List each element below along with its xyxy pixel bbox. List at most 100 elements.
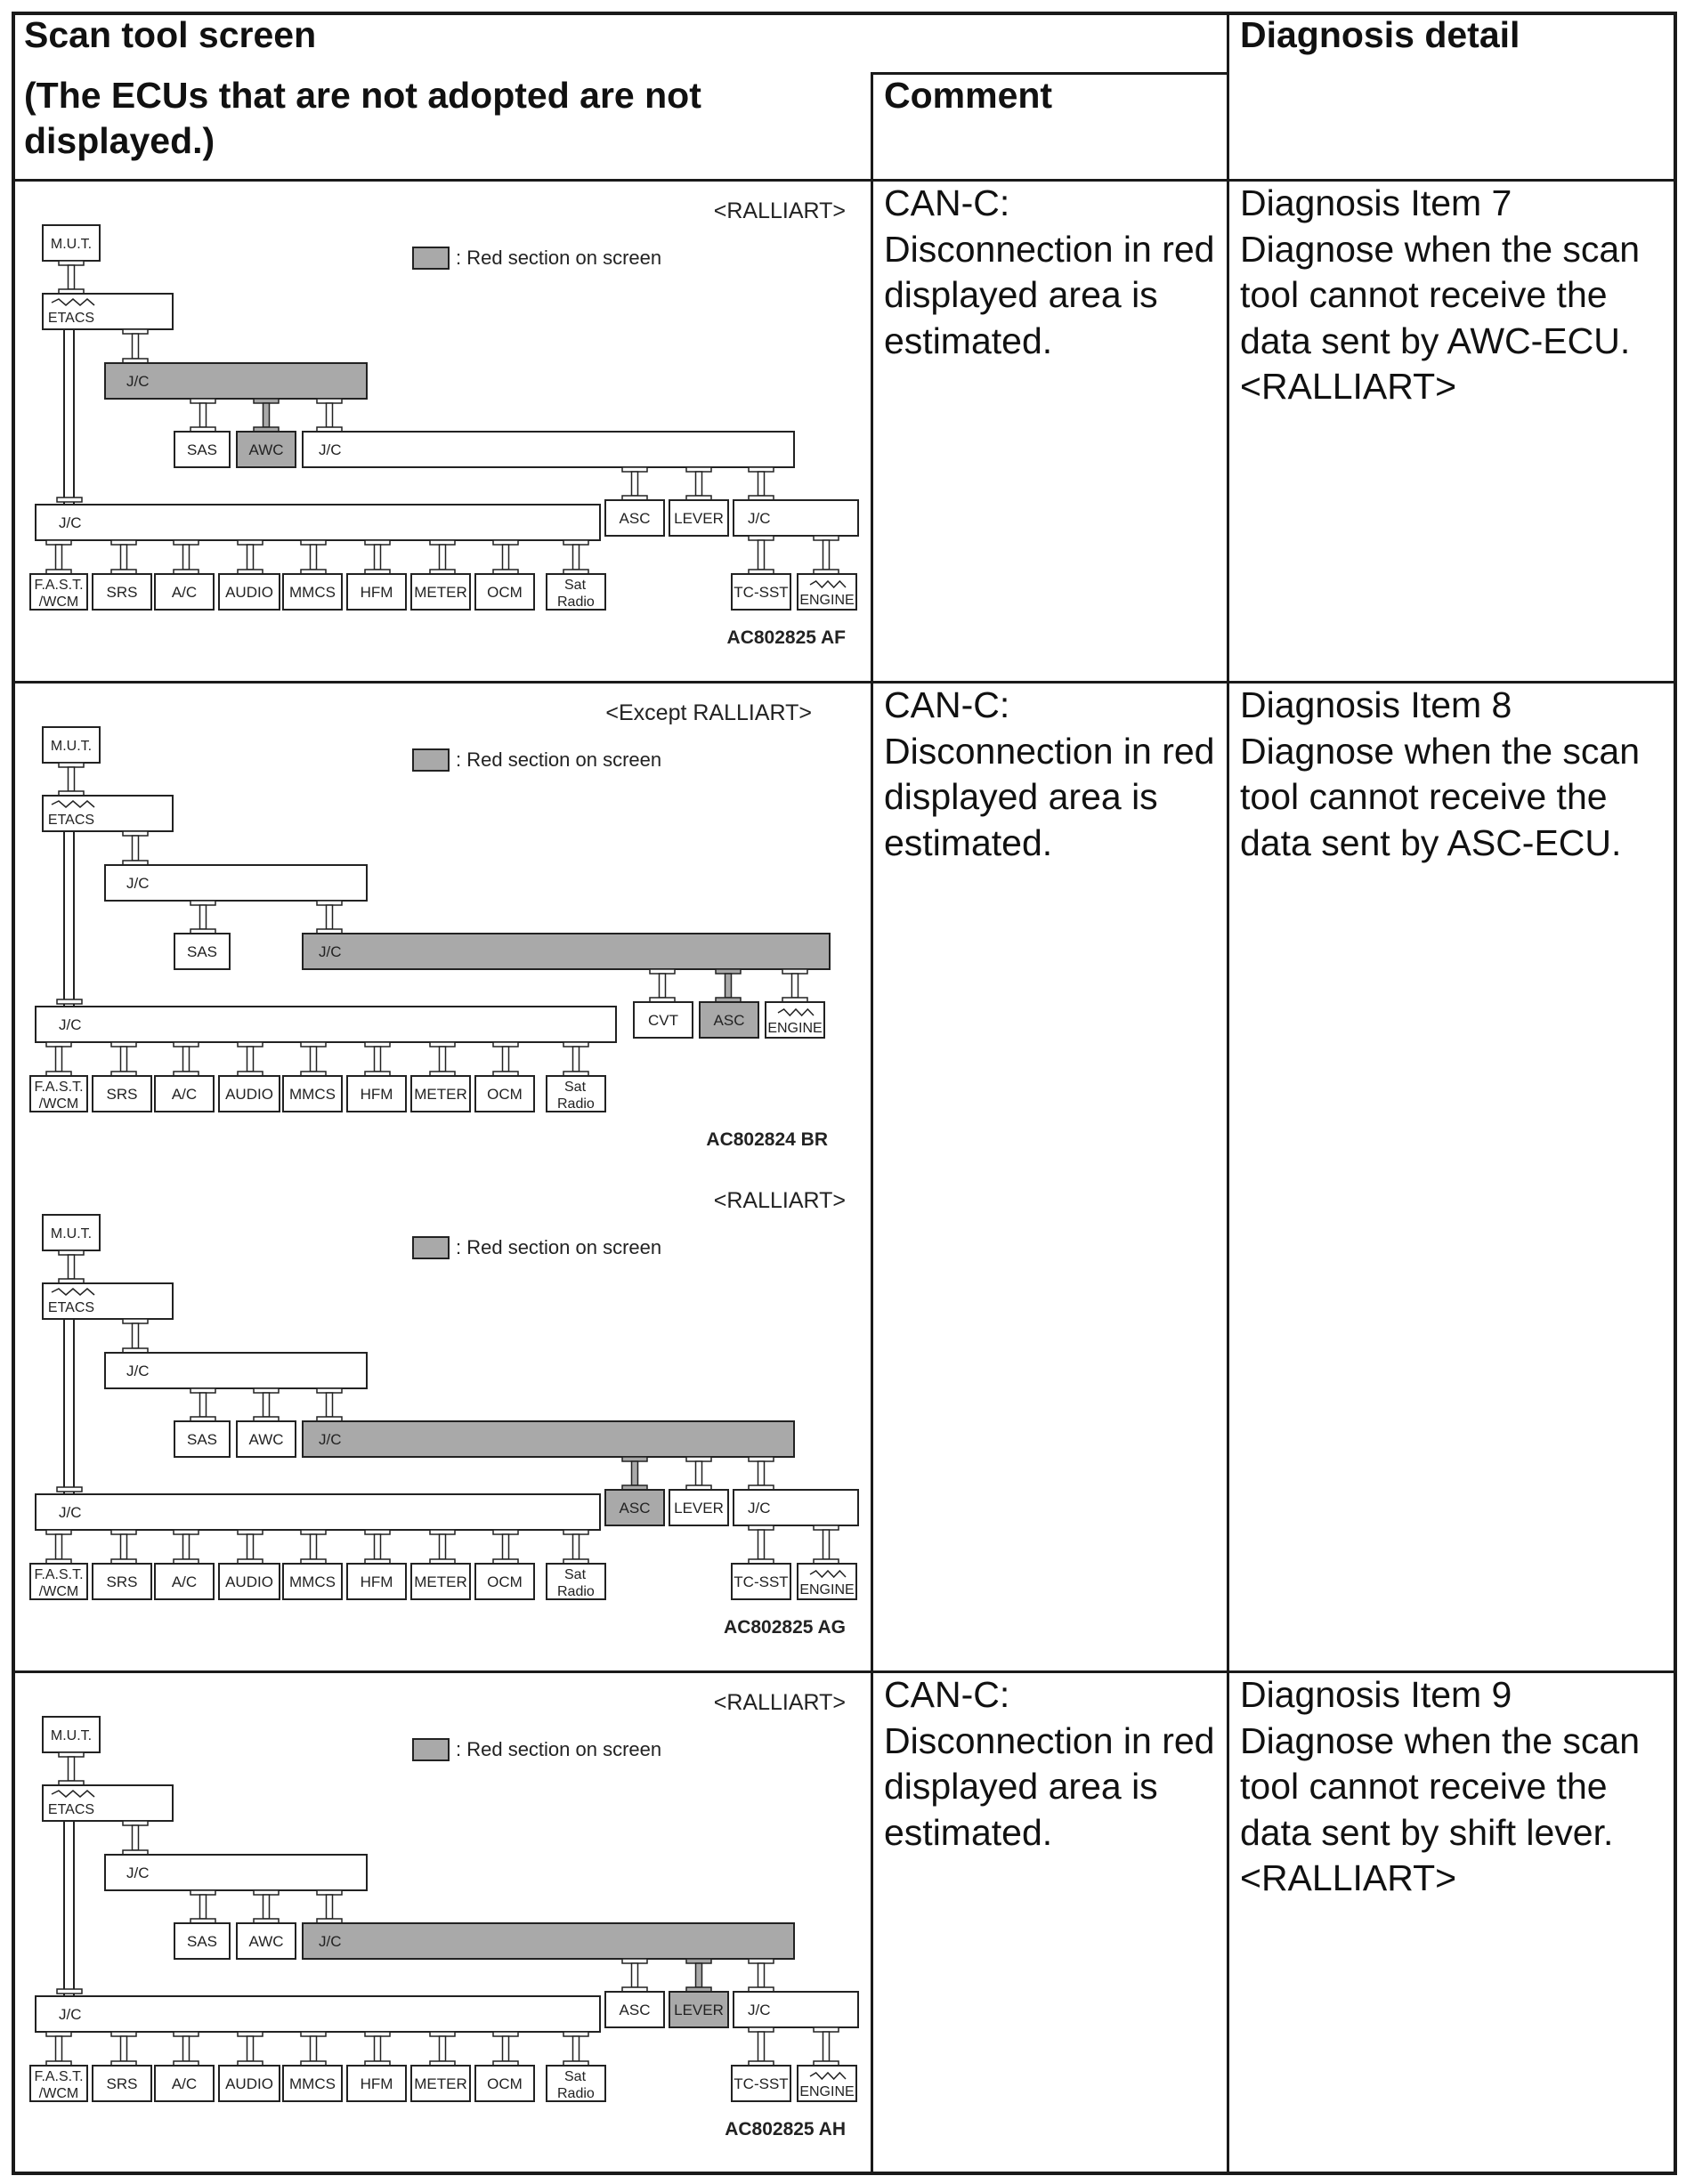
- meter-label: METER: [414, 1086, 467, 1103]
- resistor-symbol: [51, 298, 95, 306]
- asc-box: [604, 1991, 665, 2028]
- connector-stem: [119, 544, 128, 570]
- meter-box: [410, 573, 471, 611]
- border-left: [12, 12, 15, 2175]
- tcsst-label: TC-SST: [734, 584, 788, 601]
- srs-box: [92, 1563, 152, 1600]
- radio-label: Radio: [557, 2086, 595, 2101]
- sas-label: SAS: [187, 1431, 217, 1448]
- meter-label: METER: [414, 2075, 467, 2092]
- connector-stem: [325, 1392, 334, 1418]
- audio-box: [218, 573, 280, 611]
- connector-stem: [309, 2035, 318, 2062]
- mut-label: M.U.T.: [51, 739, 92, 754]
- meter-box: [410, 1075, 471, 1112]
- connector-stem: [694, 1962, 703, 1988]
- meter-box: [410, 1563, 471, 1600]
- connector-stem: [571, 2035, 580, 2062]
- etacs-label: ETACS: [48, 813, 94, 828]
- ac-label: A/C: [172, 584, 197, 601]
- connector-stem: [373, 1046, 382, 1072]
- audio-label: AUDIO: [225, 1573, 273, 1590]
- asc-box: [604, 499, 665, 537]
- connector-stem: [630, 471, 639, 497]
- connector-stem: [54, 2035, 63, 2062]
- mmcs-box: [282, 573, 343, 611]
- legend-text: : Red section on screen: [456, 1236, 661, 1258]
- variant-label: <RALLIART>: [714, 1188, 846, 1213]
- connector-stem: [309, 544, 318, 570]
- jc-box: [733, 1991, 859, 2028]
- row2-diagnosis-detail: Diagnosis Item 8 Diagnose when the scan …: [1240, 684, 1641, 863]
- awc-box: [236, 1922, 296, 1960]
- sat-label: Sat: [564, 1080, 587, 1095]
- engine-label: ENGINE: [799, 593, 854, 608]
- jc-label: J/C: [319, 441, 342, 458]
- etacs-box: [42, 795, 174, 832]
- ocm-label: OCM: [487, 1573, 523, 1590]
- legend-swatch: [412, 247, 450, 270]
- sas-box: [174, 431, 231, 468]
- connector-stem: [67, 264, 76, 290]
- engine-label: ENGINE: [799, 1582, 854, 1598]
- connector-stem: [309, 1533, 318, 1560]
- tcsst-label: TC-SST: [734, 2075, 788, 2092]
- mut-label: M.U.T.: [51, 1728, 92, 1743]
- connector-cap: [56, 497, 83, 503]
- jc-box: [733, 499, 859, 537]
- ac-box: [154, 1563, 215, 1600]
- awc-label: AWC: [248, 441, 283, 458]
- lever-box: [669, 499, 729, 537]
- audio-label: AUDIO: [225, 2075, 273, 2092]
- fast-box: [29, 573, 88, 611]
- cvt-box: [633, 1001, 693, 1039]
- jc-box: [35, 1493, 601, 1531]
- resistor-symbol: [777, 1007, 815, 1017]
- connector-stem: [757, 1460, 766, 1486]
- ocm-box: [474, 2065, 535, 2102]
- hfm-label: HFM: [361, 1086, 393, 1103]
- connector-stem: [501, 2035, 510, 2062]
- jc-box: [302, 1922, 795, 1960]
- connector-stem: [373, 544, 382, 570]
- sat-label: Sat: [564, 2069, 587, 2084]
- connector-stem: [757, 2031, 766, 2062]
- engine-box: [765, 1001, 825, 1039]
- mmcs-box: [282, 2065, 343, 2102]
- connector-stem: [757, 539, 766, 570]
- ocm-box: [474, 1075, 535, 1112]
- audio-box: [218, 1563, 280, 1600]
- resistor-symbol: [51, 800, 95, 808]
- resistor-symbol: [809, 1569, 847, 1579]
- figure-code: AC802825 AF: [727, 627, 847, 648]
- connector-stem: [54, 1046, 63, 1072]
- awc-label: AWC: [248, 1431, 283, 1448]
- sat-box: [546, 2065, 606, 2102]
- row1-comment: CAN-C: Disconnection in red displayed ar…: [884, 182, 1215, 361]
- connector-stem: [246, 1046, 255, 1072]
- lever-box: [669, 1489, 729, 1526]
- connector-stem: [501, 1533, 510, 1560]
- row-divider-2: [12, 1670, 1675, 1673]
- lever-box: [669, 1991, 729, 2028]
- figure-code: AC802825 AH: [725, 2119, 846, 2140]
- sas-box: [174, 933, 231, 970]
- connector-stem: [199, 402, 207, 428]
- connector-stem: [630, 1962, 639, 1988]
- connector-stem: [571, 1533, 580, 1560]
- jc-label: J/C: [319, 1933, 342, 1950]
- connector-stem: [309, 1046, 318, 1072]
- audio-box: [218, 2065, 280, 2102]
- jc-label: J/C: [126, 1363, 150, 1379]
- asc-label: ASC: [620, 2002, 651, 2018]
- connector-stem: [724, 973, 733, 999]
- header-scan-tool-note: (The ECUs that are not adopted are not d…: [24, 75, 701, 161]
- srs-label: SRS: [107, 1086, 138, 1103]
- connector-stem: [438, 2035, 447, 2062]
- connector-stem: [54, 544, 63, 570]
- connector-stem: [246, 2035, 255, 2062]
- connector-cap: [56, 1486, 83, 1492]
